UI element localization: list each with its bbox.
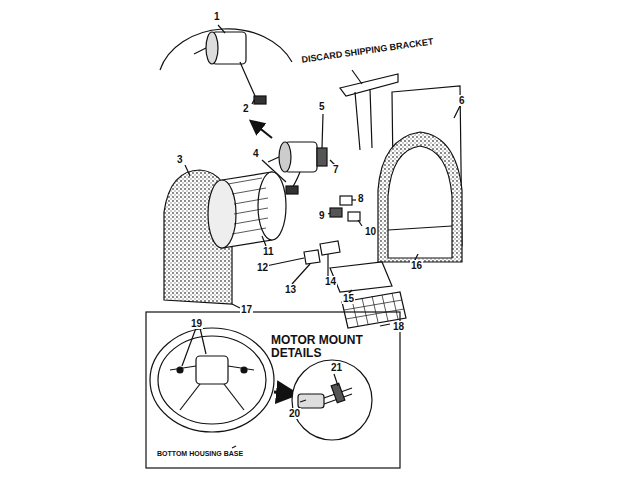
callout-number: 1 [213,11,221,22]
callout-number: 4 [252,148,260,159]
callout-number: 6 [458,95,466,106]
callout-number: 9 [318,210,326,221]
callout-number: 8 [357,193,365,204]
callout-number: 20 [288,408,301,419]
callout-number: 7 [332,164,340,175]
callout-number: 21 [330,362,343,373]
callout-number: 11 [262,246,275,257]
callout-number: 16 [410,260,423,271]
callout-number: 10 [364,226,377,237]
part-note: DISCARD SHIPPING BRACKET [300,37,435,66]
callout-number: 5 [318,101,326,112]
callout-number: 18 [392,321,405,332]
inset-heading: MOTOR MOUNT DETAILS [270,334,364,360]
callout-number: 19 [190,318,203,329]
callout-number: 12 [256,262,269,273]
callout-number: 2 [242,103,250,114]
callout-number: 3 [176,154,184,165]
part-note: BOTTOM HOUSING BASE [156,450,244,458]
callout-number: 14 [324,276,337,287]
callout-number: 17 [240,304,253,315]
callout-number: 13 [284,284,297,295]
callout-number: 15 [342,293,355,304]
